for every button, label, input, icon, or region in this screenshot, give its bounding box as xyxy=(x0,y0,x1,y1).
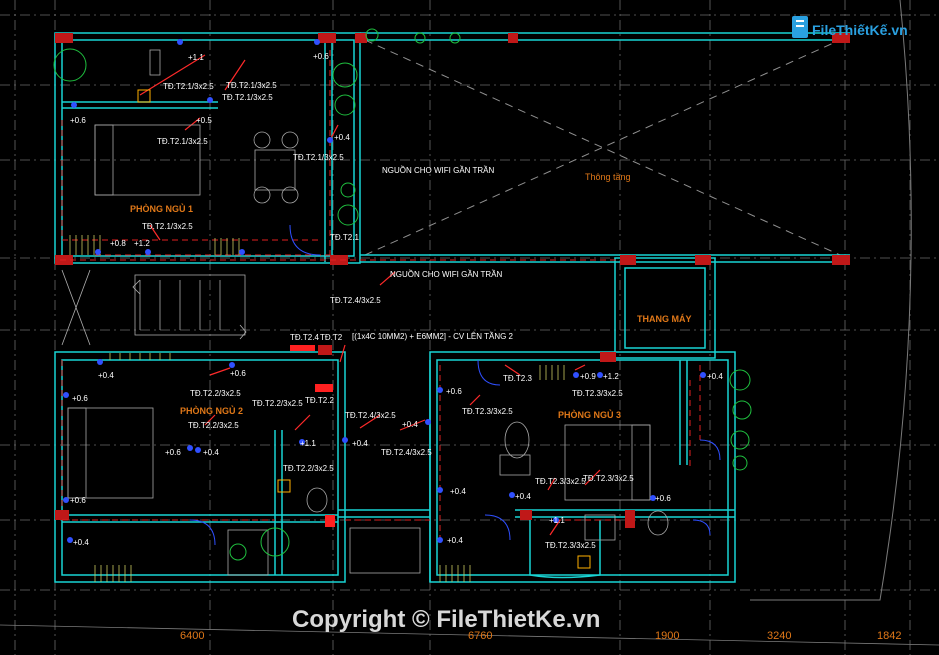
note-cable: [(1x4C 10MM2) + E6MM2] - CV LÊN TẦNG 2 xyxy=(352,331,514,341)
height-label: +0.6 xyxy=(313,52,329,61)
logo-text: FileThiếtKế.vn xyxy=(812,22,908,38)
dimension-line xyxy=(0,624,939,646)
dimension-label: 3240 xyxy=(767,630,791,642)
height-label: +0.4 xyxy=(515,492,531,501)
note-wifi-2: NGUỒN CHO WIFI GẦN TRẦN xyxy=(390,269,503,279)
outlets xyxy=(63,39,706,543)
height-label: +0.4 xyxy=(402,420,418,429)
electrical-panels xyxy=(137,89,591,569)
dimension-label: 1842 xyxy=(877,630,901,642)
circuit-label: TĐ.T2.1/3x2.5 xyxy=(293,153,344,162)
height-label: +0.6 xyxy=(230,369,246,378)
note-wifi-1: NGUỒN CHO WIFI GẦN TRẦN xyxy=(382,165,495,175)
circuit-label: TĐ.T2.3/3x2.5 xyxy=(583,474,634,483)
circuit-label: TĐ.T2.1/3x2.5 xyxy=(222,93,273,102)
room-label-bedroom2: PHÒNG NGỦ 2 xyxy=(180,405,243,416)
circuit-label: TĐ.T2.3/3x2.5 xyxy=(462,407,513,416)
staircase xyxy=(61,269,247,346)
circuit-label: TĐ.T2.1 xyxy=(330,233,359,242)
circuit-label: TĐ.T2.2/3x2.5 xyxy=(252,399,303,408)
room-labels: PHÒNG NGỦ 1 PHÒNG NGỦ 2 PHÒNG NGỦ 3 THAN… xyxy=(130,172,692,420)
furniture xyxy=(67,49,669,576)
site-logo: FileThiếtKế.vn xyxy=(790,10,930,48)
height-label: +0.6 xyxy=(70,496,86,505)
height-label: +0.9 xyxy=(580,372,596,381)
void-cross xyxy=(364,39,841,256)
height-label: +0.6 xyxy=(165,448,181,457)
room-label-bedroom1: PHÒNG NGỦ 1 xyxy=(130,203,193,214)
height-label: +1.1 xyxy=(300,439,316,448)
site-boundary xyxy=(750,0,912,601)
height-label: +0.6 xyxy=(70,116,86,125)
circuit-label: TĐ.T2.2/3x2.5 xyxy=(188,421,239,430)
notes: NGUỒN CHO WIFI GẦN TRẦN NGUỒN CHO WIFI G… xyxy=(290,165,514,342)
height-label: +1.1 xyxy=(188,53,204,62)
height-label: +0.8 xyxy=(110,239,126,248)
doors xyxy=(189,224,721,546)
height-label: +0.4 xyxy=(334,133,350,142)
height-label: +1.2 xyxy=(134,239,150,248)
wiring xyxy=(139,54,601,536)
walls xyxy=(54,32,850,583)
room-label-void: Thông tầng xyxy=(585,172,631,182)
height-labels: +1.1 +0.6 +0.6 +0.5 +0.4 +0.8 +1.2 +0.4 … xyxy=(70,52,723,547)
dimension-label: 6400 xyxy=(180,630,204,642)
circuit-lines xyxy=(60,50,701,540)
circuit-label: TĐ.T2.2/3x2.5 xyxy=(190,389,241,398)
room-label-elevator: THANG MÁY xyxy=(637,314,692,324)
circuit-label: TĐ.T2.1/3x2.5 xyxy=(226,81,277,90)
height-label: +1.1 xyxy=(549,516,565,525)
plants xyxy=(53,28,752,561)
circuit-label: TĐ.T2.3/3x2.5 xyxy=(545,541,596,550)
dimension-labels: 6400 6760 1900 3240 1842 xyxy=(180,630,901,642)
circuit-label: TĐ.T2.1/3x2.5 xyxy=(142,222,193,231)
circuit-label: TĐ.T2.4/3x2.5 xyxy=(381,448,432,457)
height-label: +0.4 xyxy=(203,448,219,457)
circuit-label: TĐ.T2.3 xyxy=(503,374,532,383)
note-panel-2: TĐ.T2 xyxy=(320,333,343,342)
circuit-label: TĐ.T2.3/3x2.5 xyxy=(535,477,586,486)
dimension-label: 1900 xyxy=(655,630,679,642)
height-label: +0.4 xyxy=(450,487,466,496)
circuit-label: TĐ.T2.3/3x2.5 xyxy=(572,389,623,398)
room-label-bedroom3: PHÒNG NGỦ 3 xyxy=(558,409,621,420)
dimension-label: 6760 xyxy=(468,630,492,642)
height-label: +0.4 xyxy=(707,372,723,381)
height-label: +0.6 xyxy=(72,394,88,403)
height-label: +1.2 xyxy=(603,372,619,381)
height-label: +0.4 xyxy=(447,536,463,545)
height-label: +0.6 xyxy=(446,387,462,396)
height-label: +0.4 xyxy=(73,538,89,547)
height-label: +0.4 xyxy=(352,439,368,448)
copyright-watermark: Copyright © FileThietKe.vn xyxy=(292,606,601,633)
height-label: +0.5 xyxy=(196,116,212,125)
note-panel-1: TĐ.T2.4 xyxy=(290,333,319,342)
height-label: +0.4 xyxy=(98,371,114,380)
circuit-label: TĐ.T2.1/3x2.5 xyxy=(163,82,214,91)
circuit-label: TĐ.T2.2/3x2.5 xyxy=(283,464,334,473)
height-label: +0.6 xyxy=(655,494,671,503)
circuit-label: TĐ.T2.2 xyxy=(305,396,334,405)
circuit-label: TĐ.T2.4/3x2.5 xyxy=(345,411,396,420)
circuit-label: TĐ.T2.4/3x2.5 xyxy=(330,296,381,305)
circuit-labels: TĐ.T2.1/3x2.5 TĐ.T2.1/3x2.5 TĐ.T2.1/3x2.… xyxy=(142,81,634,550)
windows xyxy=(69,235,565,582)
circuit-label: TĐ.T2.1/3x2.5 xyxy=(157,137,208,146)
